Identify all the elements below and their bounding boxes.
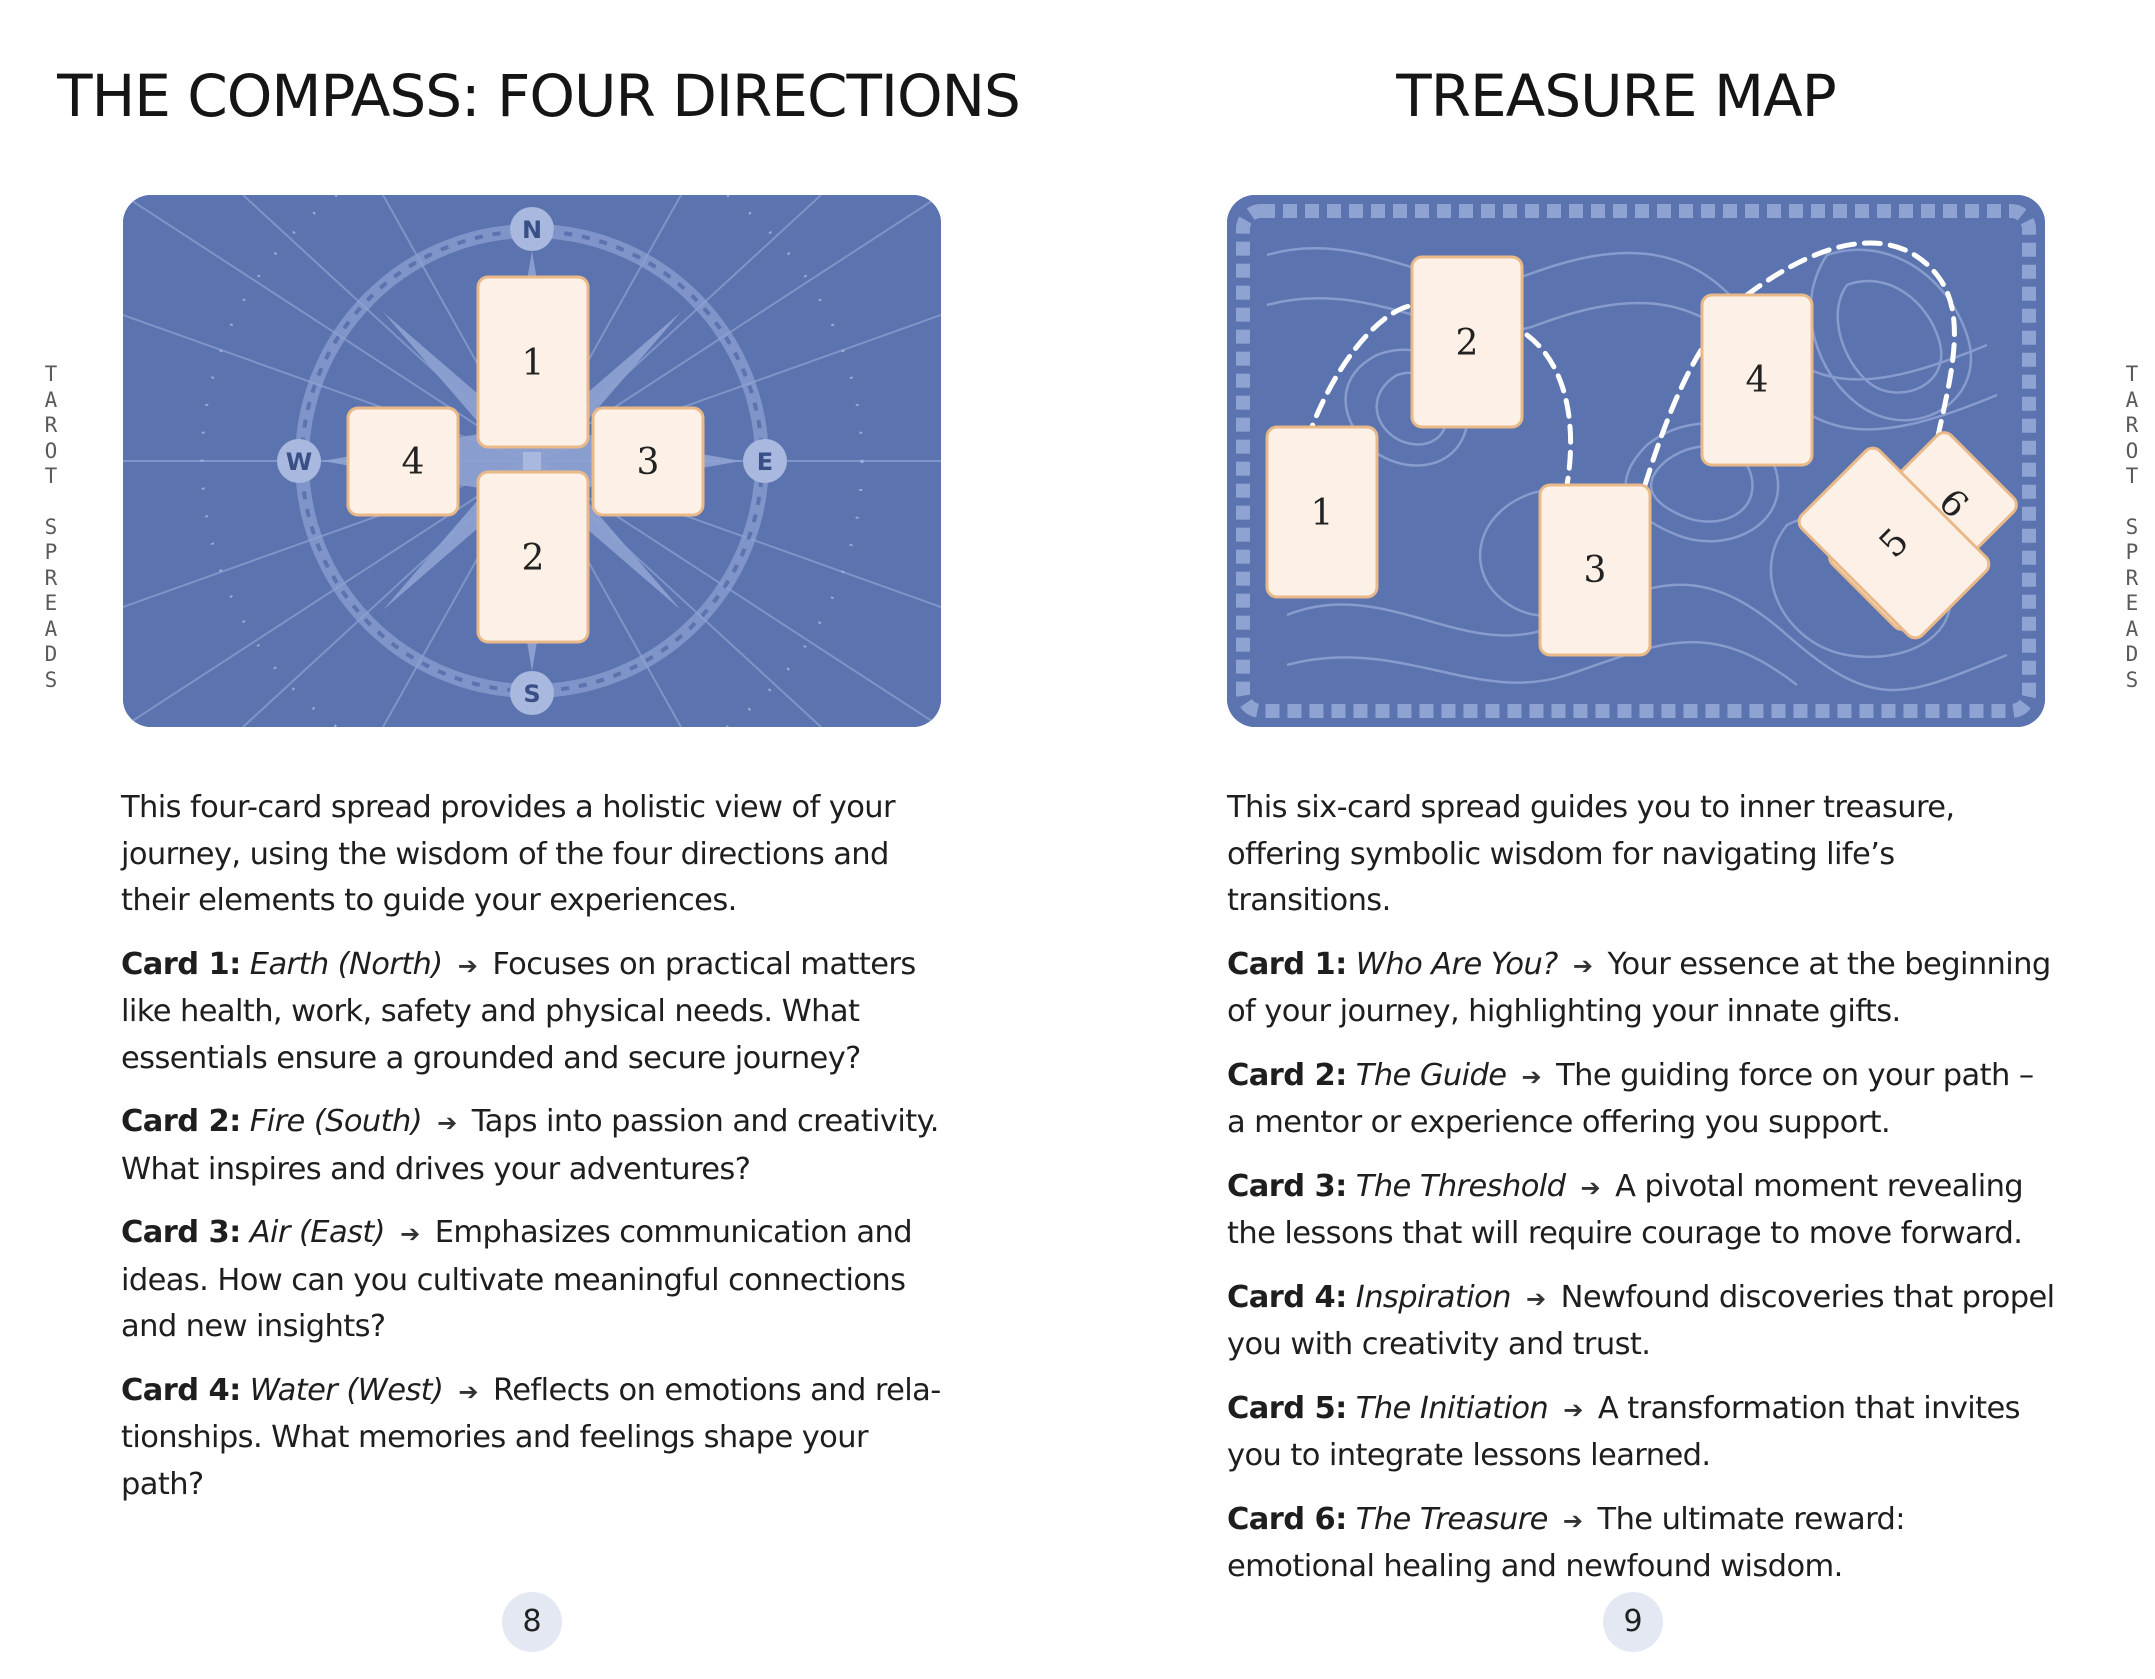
page-title: THE COMPASS: FOUR DIRECTIONS xyxy=(57,62,1021,130)
arrow-icon: ➔ xyxy=(458,1377,478,1406)
card-description: Card 5: The Initiation ➔ A transformatio… xyxy=(1227,1390,2021,1474)
arrow-icon: ➔ xyxy=(1521,1062,1542,1091)
card-description: Card 4: Inspiration ➔ Newfound discoveri… xyxy=(1227,1279,2055,1363)
card-description: Card 2: The Guide ➔ The guiding force on… xyxy=(1227,1057,2034,1141)
card-number: 1 xyxy=(522,343,545,384)
arrow-icon: ➔ xyxy=(457,951,478,980)
arrow-icon: ➔ xyxy=(1572,951,1593,980)
arrow-icon: ➔ xyxy=(400,1220,420,1248)
card-number: 4 xyxy=(402,442,425,483)
right-page: TREASURE MAP xyxy=(1077,0,2155,1679)
page-title: TREASURE MAP xyxy=(1396,62,1836,130)
card-number: 1 xyxy=(1311,493,1334,534)
arrow-icon: ➔ xyxy=(437,1109,457,1137)
compass-south-label: S xyxy=(523,680,540,708)
card-description: Card 3: Air (East) ➔ Emphasizes communic… xyxy=(121,1215,913,1344)
card-number: 3 xyxy=(637,442,660,483)
compass-east-label: E xyxy=(757,448,773,476)
spread-description: This six-card spread guides you to inner… xyxy=(1227,785,2057,1608)
left-page: THE COMPASS: FOUR DIRECTIONS xyxy=(0,0,1077,1679)
card-description: Card 3: The Threshold ➔ A pivotal moment… xyxy=(1227,1168,2024,1252)
compass-north-label: N xyxy=(522,216,542,244)
card-number: 4 xyxy=(1746,360,1769,401)
card-description: Card 1: Earth (North) ➔ Focuses on pract… xyxy=(121,946,916,1076)
card-description: Card 4: Water (West) ➔ Reflects on emoti… xyxy=(121,1372,941,1502)
treasure-map-illustration: 1 2 3 4 5 6 xyxy=(1227,195,2045,727)
arrow-icon: ➔ xyxy=(1580,1173,1601,1202)
card-description: Card 6: The Treasure ➔ The ultimate rewa… xyxy=(1227,1501,1906,1585)
card-description: Card 1: Who Are You? ➔ Your essence at t… xyxy=(1227,946,2051,1030)
card-number: 2 xyxy=(1456,323,1479,364)
spread-description: This four-card spread provides a holisti… xyxy=(121,785,951,1525)
section-side-label: T A R O T S P R E A D S xyxy=(44,362,58,692)
arrow-icon: ➔ xyxy=(1526,1284,1546,1313)
compass-illustration: N S W E 1 2 3 4 xyxy=(123,195,941,727)
page-number: 9 xyxy=(1603,1592,1663,1652)
arrow-icon: ➔ xyxy=(1562,1506,1583,1535)
intro-paragraph: This six-card spread guides you to inner… xyxy=(1227,790,1955,918)
intro-paragraph: This four-card spread provides a holisti… xyxy=(121,790,896,918)
compass-west-label: W xyxy=(286,448,312,476)
arrow-icon: ➔ xyxy=(1563,1395,1583,1424)
card-number: 3 xyxy=(1584,550,1607,591)
page-number: 8 xyxy=(502,1592,562,1652)
card-number: 2 xyxy=(522,538,545,579)
section-side-label: T A R O T S P R E A D S xyxy=(2125,362,2139,692)
card-description: Card 2: Fire (South) ➔ Taps into passion… xyxy=(121,1104,939,1187)
